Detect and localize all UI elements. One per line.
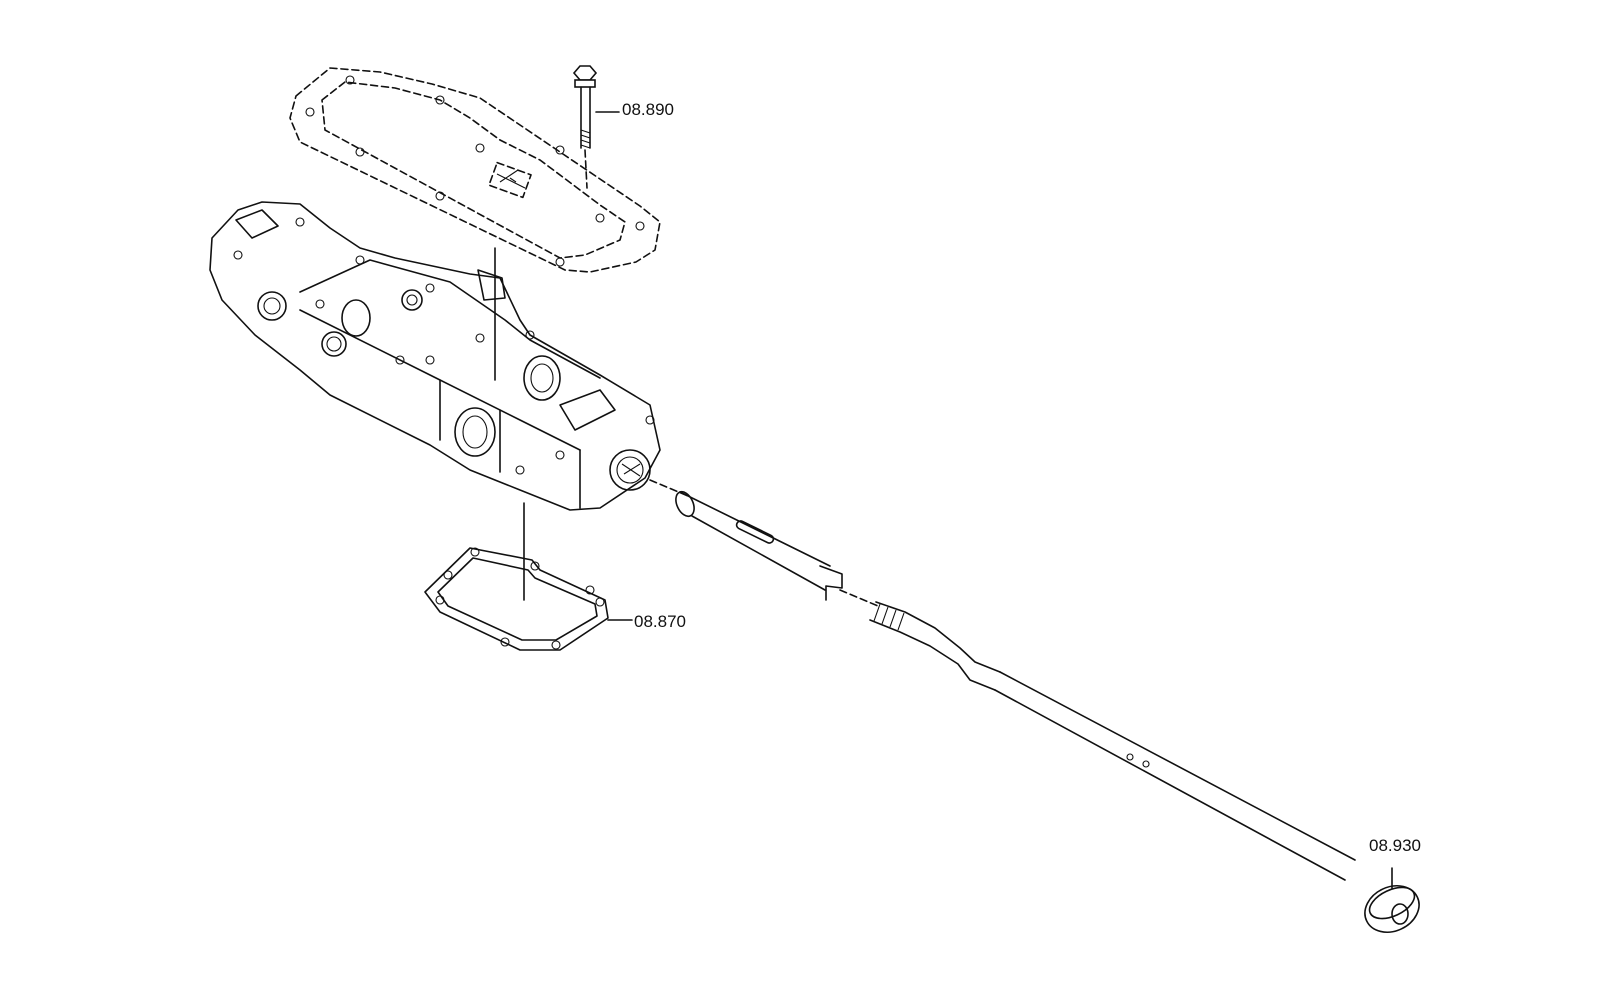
callout-label-gasket: 08.870 xyxy=(634,612,686,631)
gasket xyxy=(424,502,609,651)
shaft xyxy=(869,601,1356,881)
cover-plate xyxy=(289,67,661,273)
nut xyxy=(1364,867,1420,933)
valve-body-housing xyxy=(209,201,661,511)
bolt xyxy=(572,65,598,189)
callout-label-bolt: 08.890 xyxy=(622,100,674,119)
callout-label-nut: 08.930 xyxy=(1369,836,1421,855)
sleeve-tube xyxy=(649,479,879,607)
